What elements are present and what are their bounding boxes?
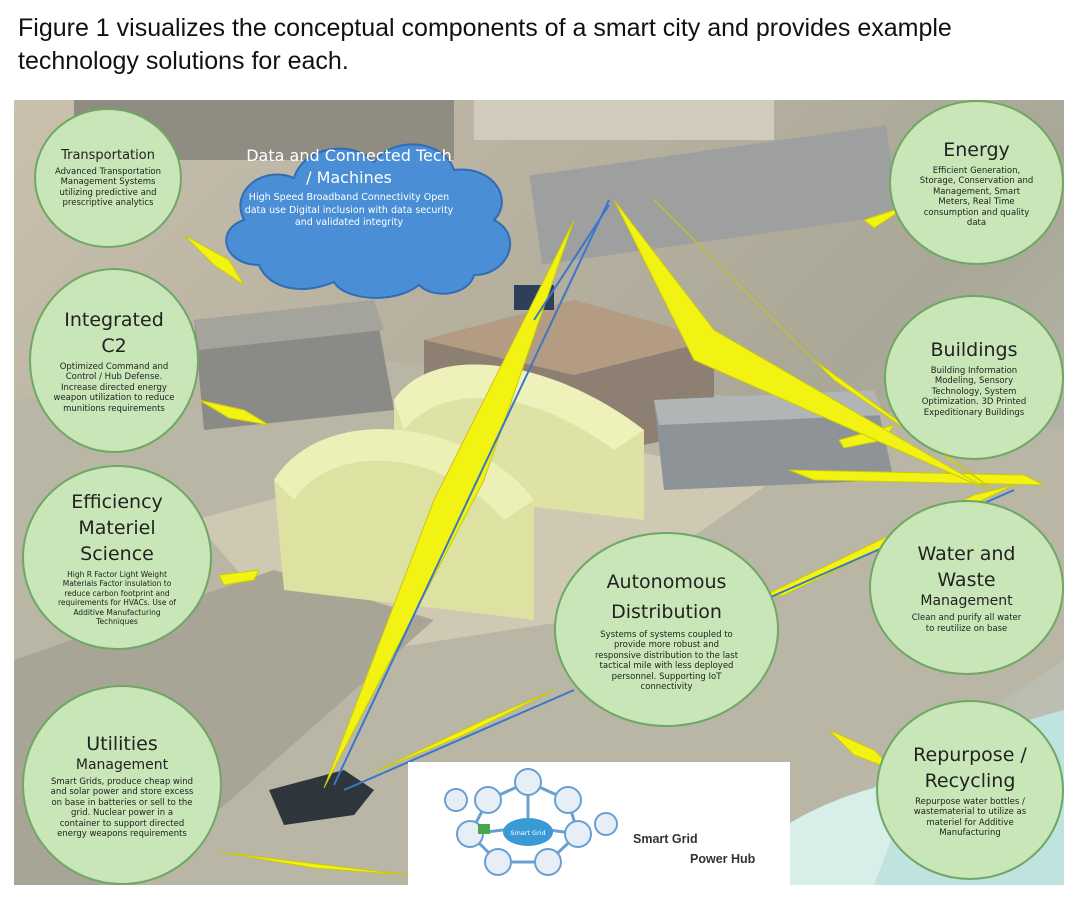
data-cloud: Data and Connected Tech / Machines High … xyxy=(244,145,454,230)
energy-desc: Efficient Generation, Storage, Conservat… xyxy=(919,165,1034,229)
buildings-title: Buildings xyxy=(930,338,1018,361)
utilities-desc: Smart Grids, produce cheap wind and sola… xyxy=(50,776,194,840)
bubble-autonomous-distribution: Autonomous Distribution Systems of syste… xyxy=(554,532,779,727)
smart-city-diagram: Data and Connected Tech / Machines High … xyxy=(14,100,1064,885)
water-desc: Clean and purify all water to reutilize … xyxy=(911,613,1022,634)
bubble-water-and-waste: Water and Waste Management Clean and pur… xyxy=(869,500,1064,675)
autonomous-title: Autonomous Distribution xyxy=(606,570,727,623)
cloud-desc: High Speed Broadband Connectivity Open d… xyxy=(244,192,454,228)
utilities-subtitle: Management xyxy=(75,756,169,773)
figure-caption: Figure 1 visualizes the conceptual compo… xyxy=(18,14,952,75)
bubble-transportation: Transportation Advanced Transportation M… xyxy=(34,108,182,248)
autonomous-desc: Systems of systems coupled to provide mo… xyxy=(594,629,739,693)
energy-title: Energy xyxy=(943,138,1010,161)
bubble-buildings: Buildings Building Information Modeling,… xyxy=(884,295,1064,460)
transportation-title: Transportation xyxy=(61,147,155,163)
repurpose-desc: Repurpose water bottles / wastematerial … xyxy=(913,796,1027,839)
efficiency-title: Efficiency Materiel Science xyxy=(71,490,163,565)
bubble-efficiency-materiel-science: Efficiency Materiel Science High R Facto… xyxy=(22,465,212,650)
integrated-c2-desc: Optimized Command and Control / Hub Defe… xyxy=(53,361,175,414)
cloud-shape xyxy=(225,143,512,299)
repurpose-title: Repurpose / Recycling xyxy=(913,743,1027,792)
bubble-utilities: Utilities Management Smart Grids, produc… xyxy=(22,685,222,885)
bubble-energy: Energy Efficient Generation, Storage, Co… xyxy=(889,100,1064,265)
smart-grid-power-hub: Smart Grid Smart Grid Power Hub xyxy=(408,762,790,885)
cloud-title: Data and Connected Tech / Machines xyxy=(246,146,452,187)
water-subtitle: Management xyxy=(920,593,1013,609)
hub-center-label: Smart Grid xyxy=(510,829,545,837)
utilities-title: Utilities xyxy=(86,732,158,755)
bubble-repurpose-recycling: Repurpose / Recycling Repurpose water bo… xyxy=(876,700,1064,880)
buildings-desc: Building Information Modeling, Sensory T… xyxy=(921,365,1027,418)
city-background-illustration xyxy=(14,100,1064,885)
bubble-integrated-c2: Integrated C2 Optimized Command and Cont… xyxy=(29,268,199,453)
transportation-desc: Advanced Transportation Management Syste… xyxy=(54,166,162,209)
efficiency-desc: High R Factor Light Weight Materials Fac… xyxy=(57,569,177,627)
hub-label-line2: Power Hub xyxy=(690,852,756,866)
water-title: Water and Waste xyxy=(917,543,1016,591)
integrated-c2-title: Integrated C2 xyxy=(64,308,164,357)
smart-grid-network-graphic: Smart Grid xyxy=(444,768,618,876)
hub-label-line1: Smart Grid xyxy=(633,832,698,846)
